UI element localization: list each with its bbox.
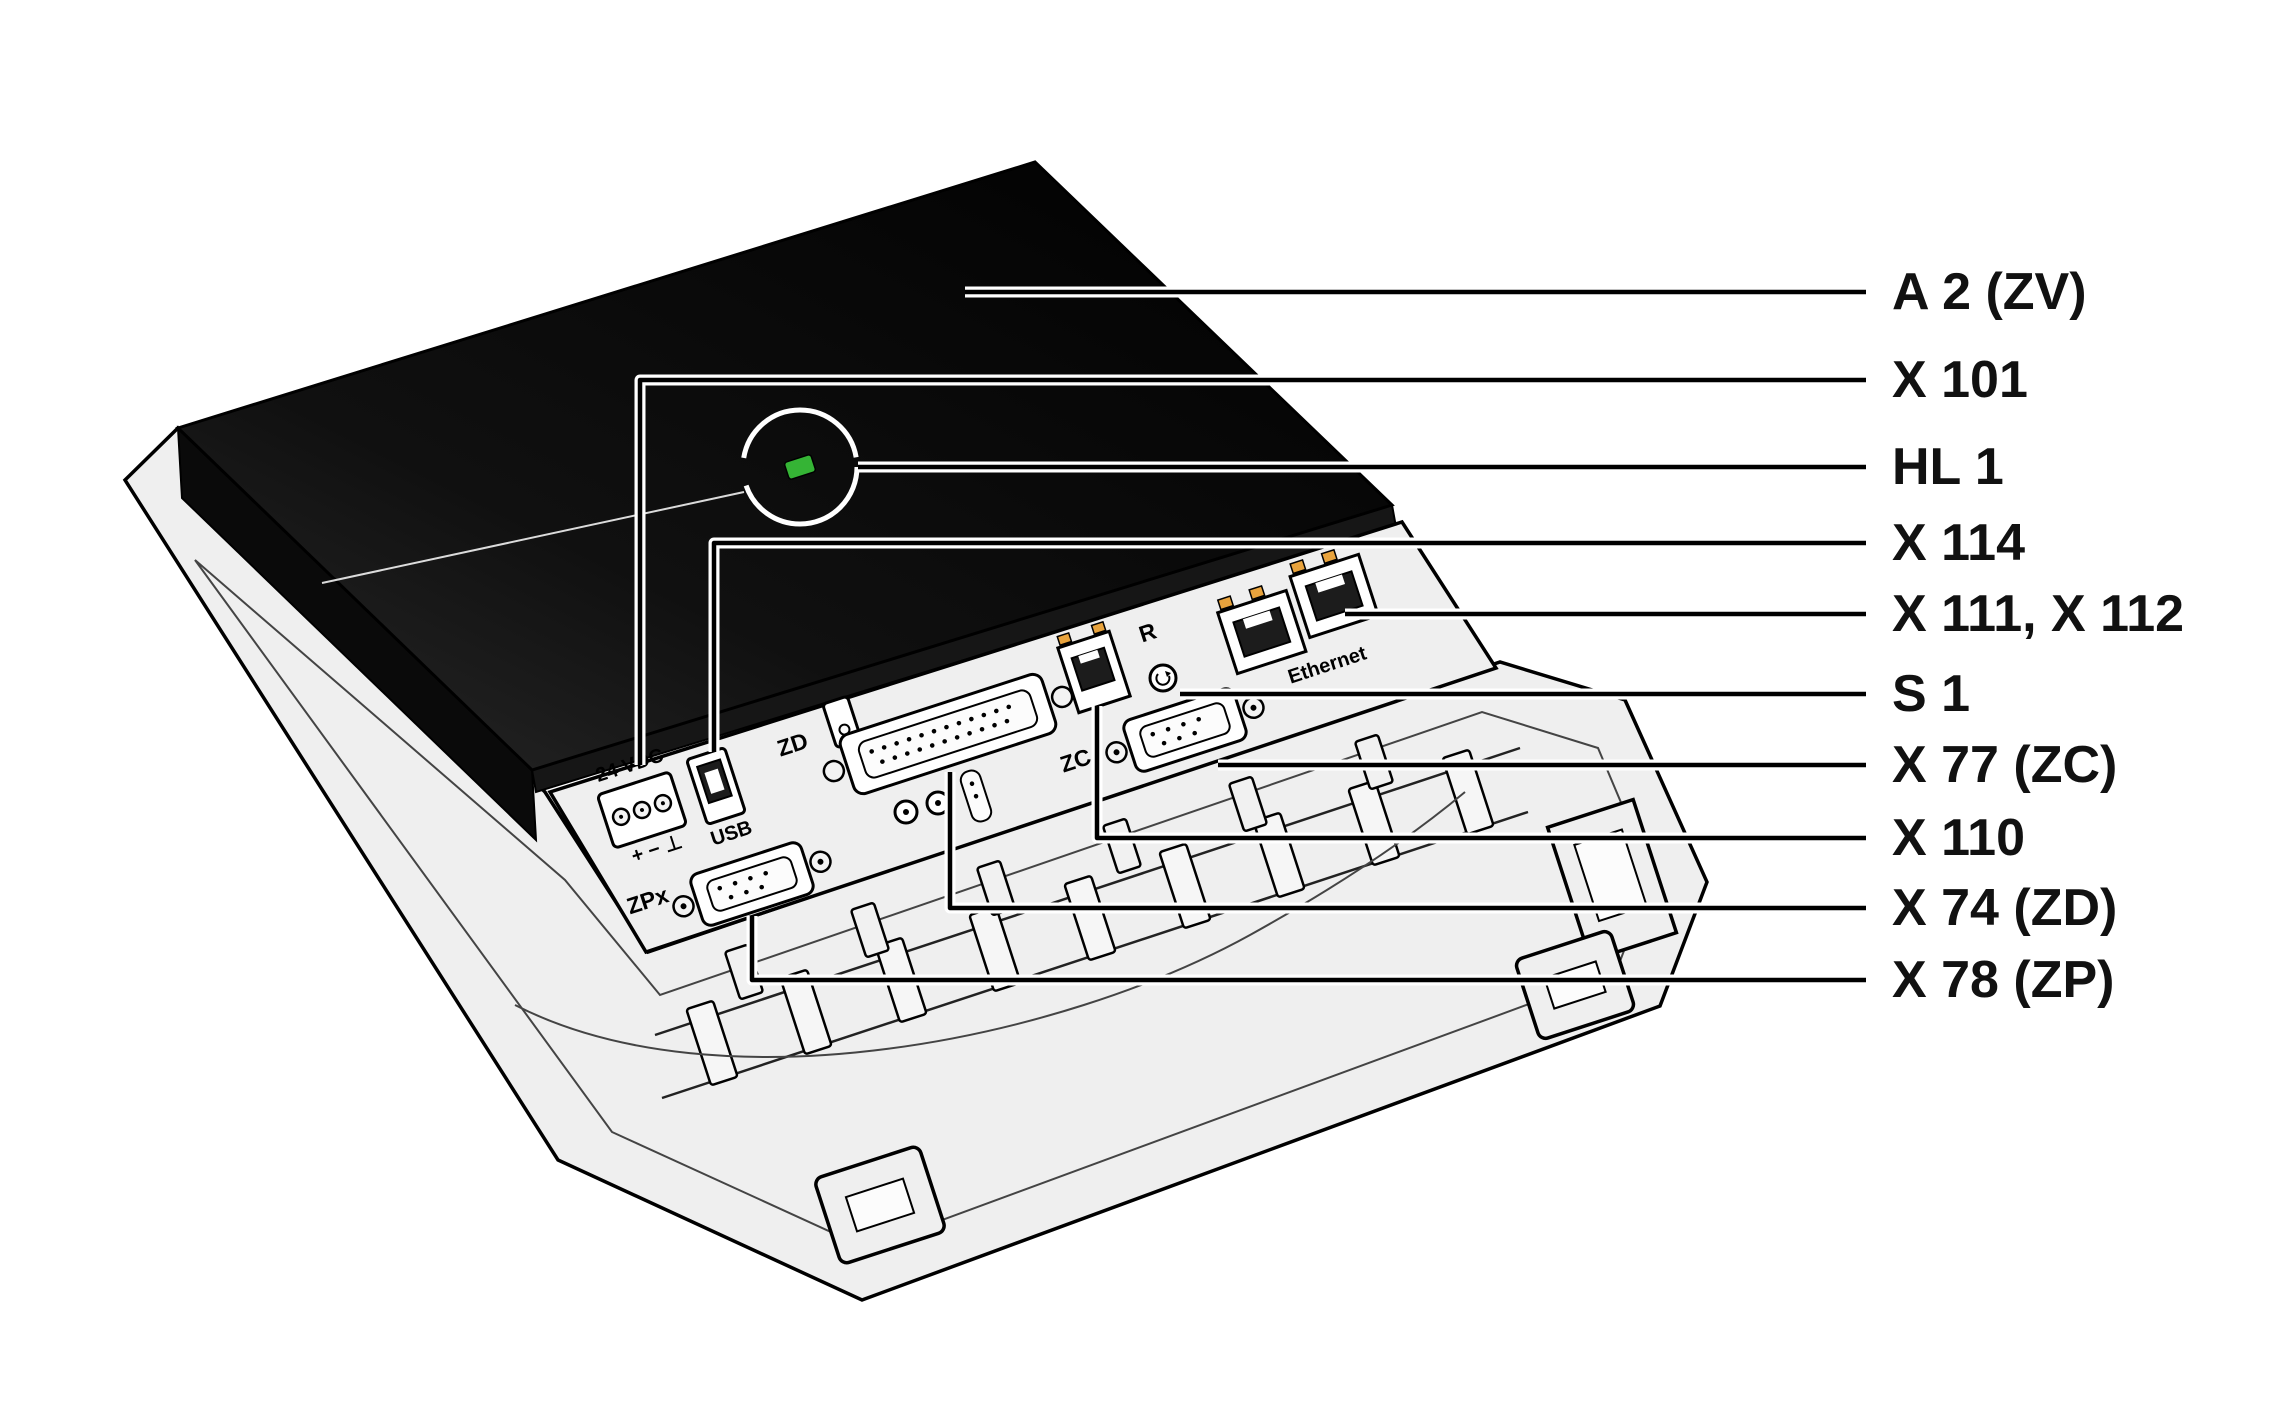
ethernet-led <box>1320 548 1338 565</box>
callout-hl1: HL 1 <box>1892 438 2004 496</box>
callout-x114: X 114 <box>1892 514 2025 572</box>
power-terminal: 24 VDC + − ⊥ <box>593 744 687 868</box>
ethernet-led <box>1248 584 1266 601</box>
mounting-foot <box>814 1145 946 1265</box>
x110-port <box>1055 620 1133 715</box>
cover-highlight <box>321 491 745 584</box>
port-led <box>1090 620 1107 635</box>
callout-a2: A 2 (ZV) <box>1892 263 2087 321</box>
callout-x78: X 78 (ZP) <box>1892 951 2115 1009</box>
callout-s1: S 1 <box>1892 665 1970 723</box>
led-ring <box>740 407 860 527</box>
led-lamp <box>783 454 817 480</box>
callout-x74: X 74 (ZD) <box>1892 879 2117 937</box>
top-cover <box>175 160 1398 843</box>
callout-x77: X 77 (ZC) <box>1892 736 2117 794</box>
callout-x111-x112: X 111, X 112 <box>1892 585 2184 643</box>
connector-panel: 24 VDC + − ⊥ USB ZD <box>547 519 1499 955</box>
status-led <box>740 407 860 527</box>
port-led <box>1056 631 1073 647</box>
callout-labels: A 2 (ZV) X 101 HL 1 X 114 X 111, X 112 S… <box>1892 263 2184 1009</box>
aux-connector <box>959 769 993 823</box>
callout-x101: X 101 <box>1892 351 2028 409</box>
ethernet-led <box>1216 595 1235 611</box>
ethernet-led <box>1289 559 1307 575</box>
zd-connector <box>822 672 1074 796</box>
reset-button <box>1148 663 1178 693</box>
callout-x110: X 110 <box>1892 809 2025 867</box>
usb-port: USB <box>686 747 755 851</box>
panel-screws <box>893 790 951 825</box>
bottom-tray <box>122 425 1709 1302</box>
